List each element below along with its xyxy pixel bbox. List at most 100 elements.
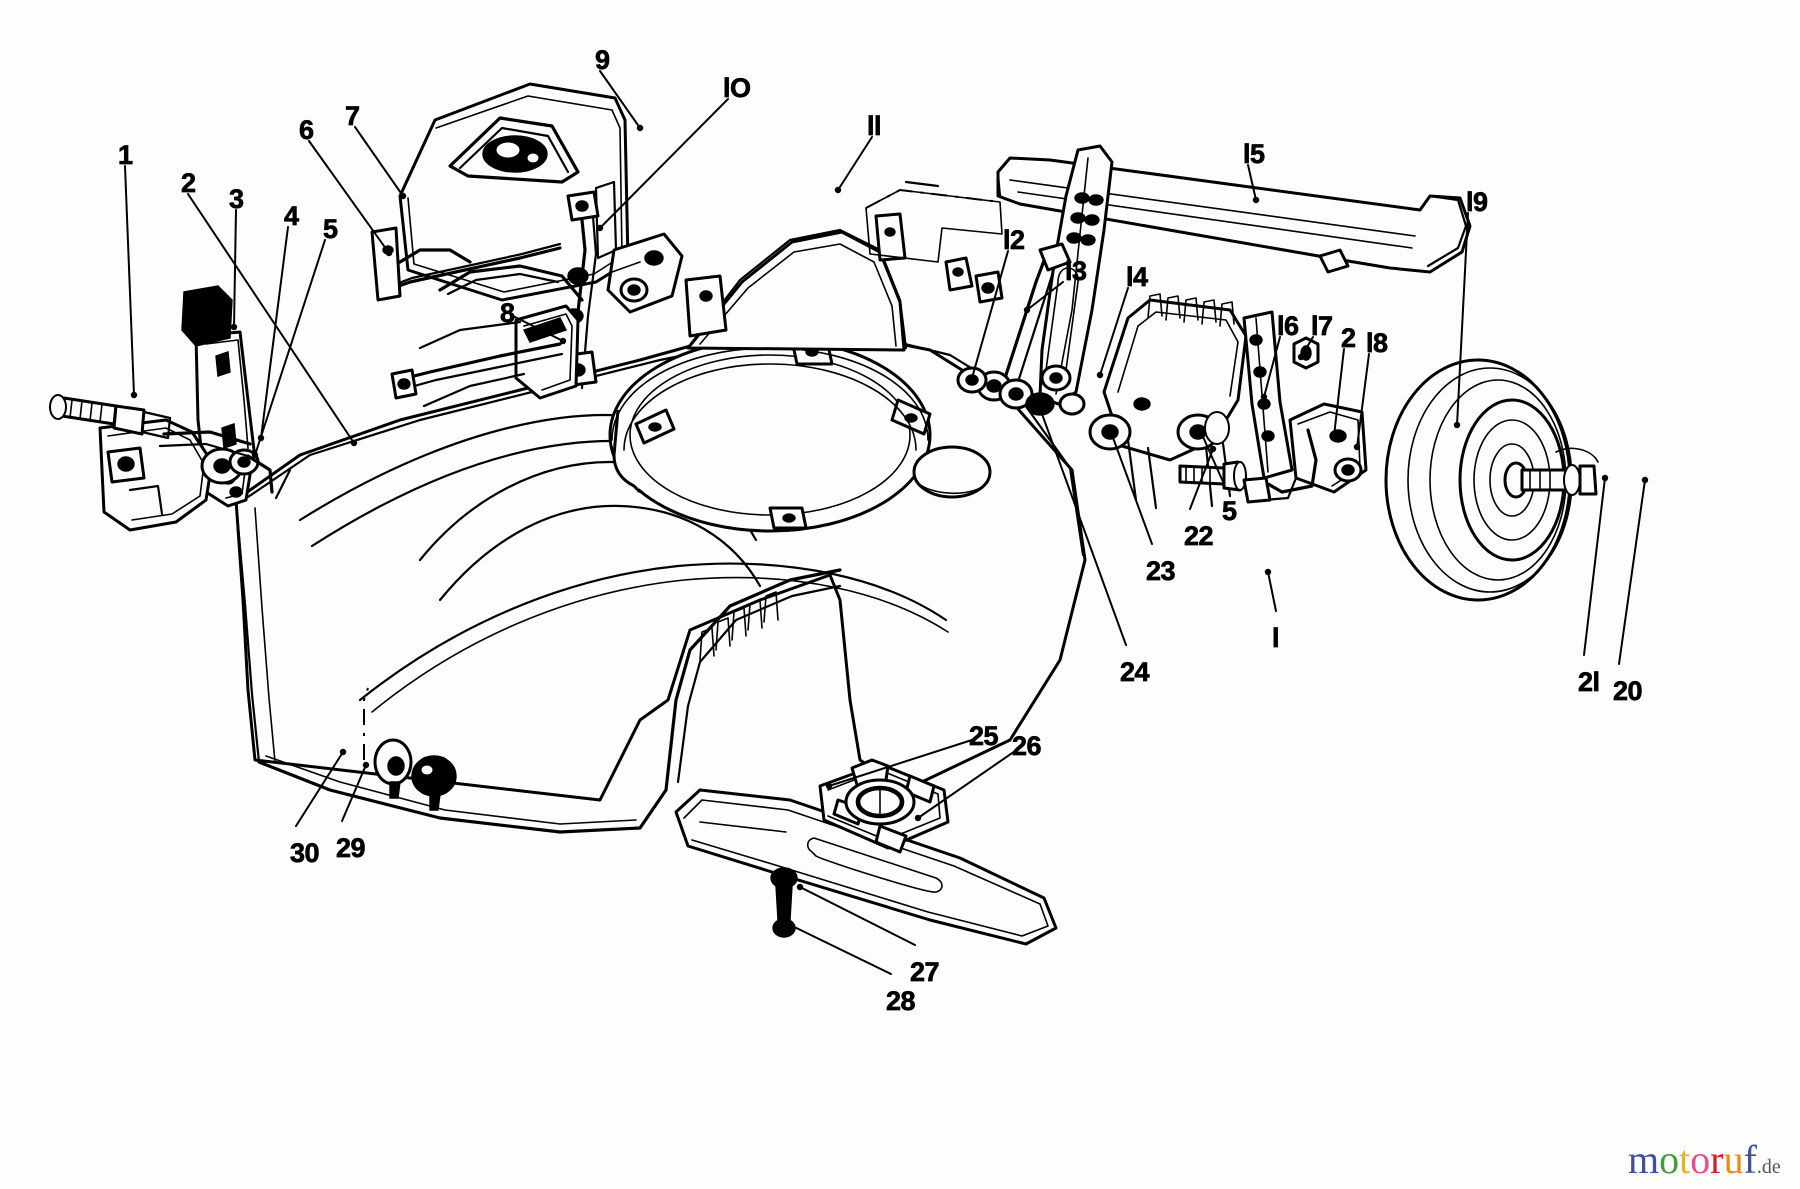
callout-number-7: 7 <box>345 101 361 131</box>
callout-number-l3: l3 <box>1065 256 1088 286</box>
leader-line-30 <box>295 751 344 827</box>
bolt-1-left <box>49 394 172 440</box>
callout-number-24: 24 <box>1120 657 1150 687</box>
leader-endpoint-29 <box>362 761 370 769</box>
leader-line-25 <box>828 738 976 787</box>
callout-number-ll: ll <box>867 111 882 141</box>
leader-line-l <box>1267 571 1277 612</box>
callout-leader-lines <box>124 70 1649 975</box>
callout-number-26: 26 <box>1012 731 1042 761</box>
callout-number-27: 27 <box>910 957 940 987</box>
latch-bracket-8 <box>390 304 580 408</box>
leader-endpoint-lO <box>596 224 604 232</box>
leader-endpoint-20 <box>1641 476 1649 484</box>
callout-number-lO: lO <box>723 73 752 103</box>
leader-line-6 <box>308 140 390 254</box>
callout-number-l6: l6 <box>1277 311 1300 341</box>
callout-number-20: 20 <box>1613 676 1643 706</box>
leader-endpoint-2 <box>350 439 358 447</box>
leader-endpoint-l9 <box>1453 421 1461 429</box>
engine-mount-ring <box>608 337 932 533</box>
leader-endpoint-l3 <box>1023 306 1031 314</box>
leader-endpoint-2 <box>1330 432 1338 440</box>
leader-endpoint-25 <box>825 782 833 790</box>
callout-number-l7: l7 <box>1311 311 1334 341</box>
height-adjust-lever <box>956 144 1114 416</box>
callout-number-l8: l8 <box>1366 328 1389 358</box>
watermark-letter: t <box>1679 1137 1691 1182</box>
leader-endpoint-l <box>1264 568 1272 576</box>
leader-line-l4 <box>1099 287 1129 376</box>
washer-nut-29-30 <box>363 687 457 811</box>
watermark-suffix: .de <box>1756 1156 1781 1178</box>
leader-endpoint-l8 <box>1353 443 1361 451</box>
watermark-letter: r <box>1710 1137 1724 1182</box>
callout-number-4: 4 <box>284 201 300 231</box>
watermark-letter: m <box>1628 1137 1660 1182</box>
leader-endpoint-7 <box>399 192 407 200</box>
leader-line-3 <box>233 209 237 328</box>
leader-line-lO <box>599 98 729 229</box>
leader-endpoint-ll <box>834 186 842 194</box>
leader-line-l7 <box>1300 336 1314 358</box>
callout-number-22: 22 <box>1184 521 1214 551</box>
leader-endpoint-26 <box>914 814 922 822</box>
callout-number-30: 30 <box>290 838 320 868</box>
leader-endpoint-8 <box>559 337 567 345</box>
leader-line-2l <box>1583 477 1606 656</box>
leader-line-28 <box>781 920 892 975</box>
callout-number-23: 23 <box>1146 556 1176 586</box>
mower-deck-housing <box>234 212 1087 890</box>
leader-endpoint-l7 <box>1297 353 1305 361</box>
leader-line-9 <box>599 70 641 129</box>
callout-number-l: l <box>1272 623 1280 653</box>
leader-endpoint-l6 <box>1260 393 1268 401</box>
callout-number-1: 1 <box>118 140 134 170</box>
leader-endpoint-1 <box>130 391 138 399</box>
leader-endpoint-22 <box>1209 445 1217 453</box>
leader-line-5 <box>1199 429 1225 485</box>
leader-endpoint-2l <box>1601 474 1609 482</box>
wheel-assembly <box>1384 358 1599 602</box>
leader-line-l9 <box>1456 212 1469 426</box>
callout-number-25: 25 <box>969 721 999 751</box>
leader-line-l2 <box>971 250 1009 379</box>
leader-line-2 <box>1333 348 1345 437</box>
leader-endpoint-l4 <box>1096 371 1104 379</box>
leader-line-26 <box>917 748 1019 819</box>
leader-line-20 <box>1618 479 1646 665</box>
leader-line-22 <box>1189 448 1214 510</box>
callout-number-9: 9 <box>595 45 611 75</box>
callout-number-28: 28 <box>886 986 916 1016</box>
grass-deflector <box>370 82 630 390</box>
leader-endpoint-5 <box>251 451 259 459</box>
leader-line-27 <box>799 886 916 946</box>
leader-line-23 <box>1111 434 1153 545</box>
leader-line-29 <box>341 764 367 822</box>
callout-number-6: 6 <box>299 115 315 145</box>
wheel-bracket-assembly <box>1242 310 1368 504</box>
bolt-22 <box>1178 460 1247 492</box>
callout-number-l9: l9 <box>1466 187 1489 217</box>
motoruf-watermark: motoruf.de <box>1628 1140 1781 1180</box>
watermark-letter: f <box>1743 1137 1757 1182</box>
callout-number-l2: l2 <box>1003 225 1026 255</box>
callout-number-8: 8 <box>500 298 516 328</box>
callout-number-5: 5 <box>323 214 339 244</box>
leader-endpoint-5 <box>1196 426 1204 434</box>
watermark-letter: o <box>1690 1137 1711 1182</box>
leader-line-24 <box>1037 402 1127 646</box>
leader-line-ll <box>837 136 873 191</box>
leader-line-2 <box>187 193 355 444</box>
leader-endpoint-28 <box>778 917 786 925</box>
watermark-letter: o <box>1659 1137 1680 1182</box>
callout-number-2: 2 <box>181 168 197 198</box>
callout-number-3: 3 <box>229 184 245 214</box>
leader-endpoint-24 <box>1034 399 1042 407</box>
right-height-bracket <box>1088 293 1248 510</box>
callout-number-l4: l4 <box>1126 262 1149 292</box>
leader-endpoint-23 <box>1108 431 1116 439</box>
leader-endpoint-6 <box>385 249 393 257</box>
